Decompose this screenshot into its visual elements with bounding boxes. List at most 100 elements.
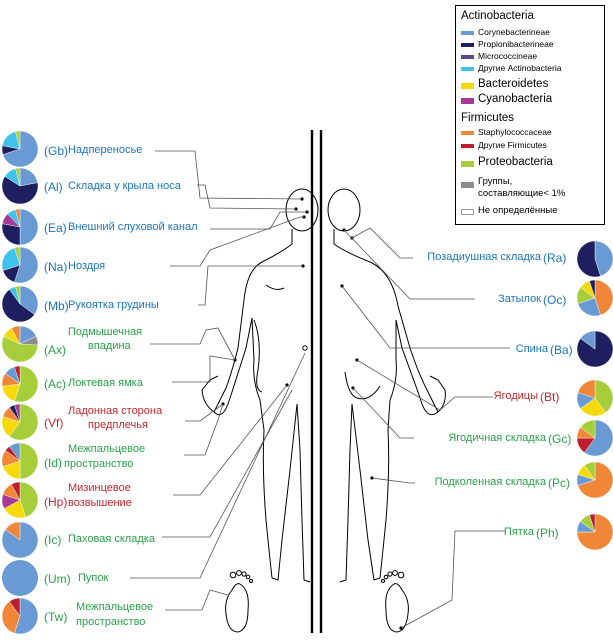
pie-chart-gb <box>1 130 39 168</box>
site-code-ba: (Ba) <box>550 343 573 357</box>
pie-slice-propionibacterineae <box>1 176 39 205</box>
site-label-oc: Затылок <box>498 293 541 305</box>
site-code-pc: (Pc) <box>548 476 570 490</box>
pie-chart-mb <box>1 285 39 323</box>
legend-groups-lt1-line2: составляющие< 1% <box>478 188 566 199</box>
site-code-bt: (Bt) <box>540 390 560 404</box>
pie-slice-corynebacterineae <box>2 560 38 596</box>
pie-slice-corynebacterineae <box>19 285 39 315</box>
pie-slice-corynebacterineae <box>584 419 613 457</box>
pie-slice-staphylococcaceae <box>1 601 21 634</box>
site-label-ba: Спина <box>515 343 548 355</box>
pie-slice-proteobacteria <box>14 246 21 266</box>
pie-slice-other_firmicutes <box>14 365 21 385</box>
site-code-gc: (Gc) <box>548 432 572 446</box>
pie-slice-corynebacterineae <box>19 208 39 246</box>
leader-lines-right <box>341 227 510 629</box>
pie-chart-vf <box>1 403 39 441</box>
site-label-ic: Паховая складка <box>68 533 155 545</box>
site-label2-id: пространство <box>64 458 134 470</box>
site-code-ac: (Ac) <box>44 377 66 391</box>
legend-other-actino: Другие Actinobacteria <box>478 63 562 73</box>
pie-slice-staphylococcaceae <box>11 325 21 345</box>
pie-chart-ac <box>1 365 39 403</box>
legend-swatch-other-firmicutes <box>461 144 474 148</box>
pie-slice-staphylococcaceae <box>5 521 21 541</box>
site-code-al: (Al) <box>44 180 63 194</box>
legend-swatch-bacteroidetes <box>461 83 474 89</box>
legend-cyanobacteria: Cyanobacteria <box>478 93 553 105</box>
legend: Actinobacteria Corynebacterineae Propion… <box>455 5 605 225</box>
site-label2-hp: возвышение <box>68 497 132 509</box>
pie-chart-hp <box>1 481 39 519</box>
legend-undetermined: Не определённые <box>478 205 558 216</box>
site-label2-ax: впадина <box>88 340 131 352</box>
pie-slice-corynebacterineae <box>14 246 39 284</box>
legend-actinobacteria: Actinobacteria <box>461 10 534 22</box>
pie-chart-tw <box>1 597 39 635</box>
legend-swatch-proteobacteria <box>461 161 474 167</box>
site-label-um: Пупок <box>78 572 109 584</box>
site-label-ea: Внешний слуховой канал <box>68 221 198 233</box>
legend-swatch-staphylococcaceae <box>461 131 474 135</box>
pie-slice-corynebacterineae <box>9 442 21 462</box>
site-label-na: Ноздря <box>68 260 106 272</box>
site-label-ac: Локтевая ямка <box>68 377 143 389</box>
pie-slice-proteobacteria <box>580 419 596 439</box>
site-code-tw: (Tw) <box>44 610 68 624</box>
pie-slice-proteobacteria <box>14 365 39 403</box>
site-label-vf: Ладонная сторона <box>68 405 163 417</box>
pie-chart-bt <box>576 379 613 417</box>
site-code-ra: (Ra) <box>543 251 567 265</box>
pie-chart-gc <box>576 419 613 457</box>
site-label-ra: Позадиушная складка <box>427 251 541 263</box>
pie-slice-propionibacterineae <box>1 289 35 323</box>
legend-other-firmicutes: Другие Firmicutes <box>478 140 547 150</box>
pie-slice-proteobacteria <box>1 336 39 363</box>
site-code-ea: (Ea) <box>44 221 67 235</box>
site-code-ph: (Ph) <box>536 526 559 540</box>
pie-chart-pc <box>576 461 613 499</box>
foot-sole-left <box>225 570 253 633</box>
pie-chart-id <box>1 442 39 480</box>
pie-slice-other_firmicutes <box>589 513 596 533</box>
legend-micrococcineae: Micrococcineae <box>478 51 538 61</box>
pie-chart-ea <box>1 208 39 246</box>
pie-slice-other_firmicutes <box>11 481 21 501</box>
site-label2-vf: предплечья <box>88 419 148 431</box>
site-code-um: (Um) <box>44 572 71 586</box>
pie-slice-cyanobacteria <box>14 403 21 423</box>
site-code-gb: (Gb) <box>44 144 68 158</box>
pie-slice-proteobacteria <box>9 403 39 441</box>
legend-swatch-micrococcineae <box>461 55 474 59</box>
legend-staphylococcaceae: Staphylococcaceae <box>478 127 552 137</box>
site-code-na: (Na) <box>44 260 68 274</box>
legend-swatch-propionibacterineae <box>461 43 474 47</box>
site-label-bt: Ягодицы <box>493 390 538 402</box>
site-label-pc: Подколенная складка <box>434 476 546 488</box>
legend-swatch-groups-lt1 <box>461 182 474 188</box>
pie-slice-proteobacteria <box>15 285 21 305</box>
legend-propionibacterineae: Propionibacterineae <box>478 39 554 49</box>
pie-slice-staphylococcaceae <box>577 379 596 399</box>
site-code-id: (Id) <box>44 456 62 470</box>
pie-slice-staphylococcaceae <box>15 208 21 228</box>
pie-slice-propionibacterineae <box>1 223 21 246</box>
pie-slice-proteobacteria <box>19 481 39 518</box>
site-code-ax: (Ax) <box>44 343 66 357</box>
pie-chart-ph <box>576 513 613 551</box>
pie-chart-na <box>1 246 39 284</box>
pie-chart-um <box>2 560 38 596</box>
legend-firmicutes: Firmicutes <box>461 112 515 124</box>
pie-slice-proteobacteria <box>19 442 39 480</box>
pie-slice-corynebacterineae <box>580 330 596 350</box>
site-label-al: Складка у крыла носа <box>68 180 181 192</box>
site-code-mb: (Mb) <box>44 299 69 313</box>
pie-chart-ba <box>576 330 613 368</box>
site-code-vf: (Vf) <box>44 416 64 430</box>
site-label-ph: Пятка <box>503 526 534 538</box>
legend-swatch-other-actino <box>461 67 474 71</box>
legend-corynebacterineae: Corynebacterineae <box>478 27 550 37</box>
